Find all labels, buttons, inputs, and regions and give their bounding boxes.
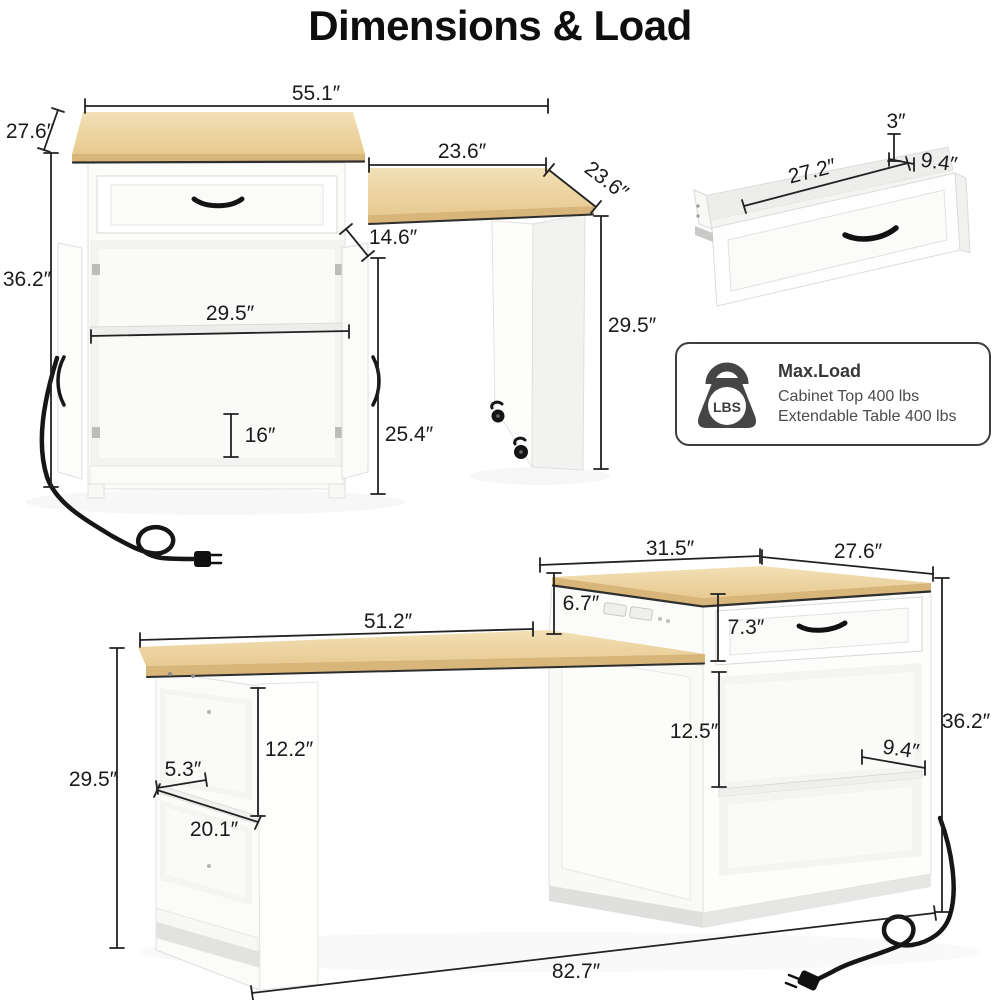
max-load-line2: Extendable Table 400 lbs (778, 408, 957, 425)
dim-total-length (250, 905, 937, 1000)
cabinet-wood-top (72, 112, 365, 154)
dim-shelf-depth (155, 772, 208, 795)
label-total-length: 82.7″ (552, 960, 601, 983)
dim-table-width (368, 157, 547, 173)
top-view-dimension-lines (37, 98, 609, 495)
power-cord-plug-icon (784, 815, 956, 991)
drawer-handle-icon (191, 196, 245, 209)
full-view-dimension-labels: 51.2″ 29.5″ 12.2″ 5.3″ 20.1″ 31.5″ 27.6″… (69, 537, 991, 983)
unit-wood-top (552, 566, 931, 598)
label-table-height: 29.5″ (608, 314, 657, 337)
dim-total-width (84, 98, 549, 114)
max-load-text: Max.Load Cabinet Top 400 lbs Extendable … (778, 361, 957, 428)
label-top-gap: 14.6″ (369, 226, 418, 249)
leg-front-post (257, 681, 319, 991)
dim-right-shelf-depth (861, 749, 926, 776)
dim-cabinet-height (934, 577, 950, 913)
right-door-handle-icon (371, 355, 381, 407)
power-outlet-icon (603, 602, 670, 623)
power-cord-plug-icon (39, 355, 223, 567)
label-table-height: 29.5″ (69, 768, 118, 791)
cabinet-drawer-front (96, 175, 338, 234)
extended-table-top (138, 630, 705, 678)
max-load-title: Max.Load (778, 360, 862, 381)
max-load-badge: LBS Max.Load Cabinet Top 400 lbs Extenda… (675, 342, 991, 446)
label-table-width: 23.6″ (438, 140, 487, 163)
label-inner-width: 29.5″ (206, 302, 255, 325)
right-door-open (341, 242, 369, 480)
dim-table-height (109, 647, 125, 949)
label-drawer-height: 7.3″ (728, 616, 765, 639)
dim-table-height (593, 215, 609, 470)
dim-top-gap (339, 223, 375, 262)
caster-icon (490, 400, 528, 459)
label-shelf-spacing: 16″ (245, 424, 276, 447)
left-door-handle-icon (56, 355, 66, 407)
drawer-dimension-lines (741, 133, 915, 214)
extendable-table (368, 168, 594, 471)
max-load-line1: Cabinet Top 400 lbs (778, 387, 920, 405)
label-post-height: 12.2″ (265, 738, 314, 761)
label-riser-height: 6.7″ (563, 592, 600, 615)
page-title: Dimensions & Load (308, 2, 692, 49)
label-cabinet-height: 36.2″ (942, 710, 991, 733)
hinge-icons (92, 264, 343, 438)
table-leg-shelves (155, 670, 319, 991)
label-opening-height: 12.5″ (670, 720, 719, 743)
label-shelf-depth: 5.3″ (165, 758, 202, 781)
label-cabinet-height: 36.2″ (3, 268, 52, 291)
drawer-view: 3″ 27.2″ 9.4″ (693, 110, 971, 307)
table-wood-top (368, 168, 594, 215)
label-shelf-width: 20.1″ (190, 818, 239, 841)
label-top-depth: 27.6″ (834, 540, 883, 563)
dim-top-depth (37, 107, 65, 153)
label-total-width: 55.1″ (292, 82, 341, 105)
top-view-dimension-labels: 55.1″ 27.6″ 36.2″ 29.5″ 16″ 25.4″ 14.6″ … (3, 82, 657, 447)
dim-cabinet-height (43, 152, 59, 488)
dim-inner-height (370, 257, 386, 495)
dim-top-width (539, 548, 761, 573)
label-inner-height: 25.4″ (385, 423, 434, 446)
lbs-label: LBS (713, 399, 741, 415)
dim-table-depth (543, 163, 602, 214)
drawer-slide-rail (695, 226, 713, 242)
dim-table-length (139, 621, 534, 648)
kettlebell-weight-icon: LBS (698, 362, 756, 428)
dim-shelf-spacing (223, 413, 239, 458)
dim-post-height (250, 687, 266, 817)
label-drawer-height: 3″ (886, 110, 906, 133)
dim-riser-height (546, 572, 562, 635)
label-top-depth: 27.6″ (6, 120, 55, 143)
cabinet-extended-view: 55.1″ 27.6″ 36.2″ 29.5″ 16″ 25.4″ 14.6″ … (3, 82, 657, 567)
dim-top-depth (761, 549, 934, 582)
label-table-depth: 23.6″ (580, 157, 633, 205)
label-drawer-depth: 9.4″ (919, 149, 959, 177)
label-table-length: 51.2″ (364, 610, 413, 633)
dim-drawer-depth (888, 152, 915, 172)
dim-opening-height (711, 671, 727, 788)
label-top-width: 31.5″ (646, 537, 695, 560)
full-unit-view: 51.2″ 29.5″ 12.2″ 5.3″ 20.1″ 31.5″ 27.6″… (69, 537, 991, 1000)
drawer-handle-icon (796, 620, 848, 633)
unit-drawer-front (715, 596, 923, 666)
dim-inner-width (90, 324, 350, 344)
drawer-handle-icon (842, 225, 899, 242)
left-door-open (57, 242, 83, 480)
dim-drawer-height (710, 593, 726, 662)
label-right-shelf-depth: 9.4″ (881, 736, 921, 764)
dim-shelf-width (153, 783, 262, 830)
full-view-dimension-lines (109, 548, 950, 1000)
